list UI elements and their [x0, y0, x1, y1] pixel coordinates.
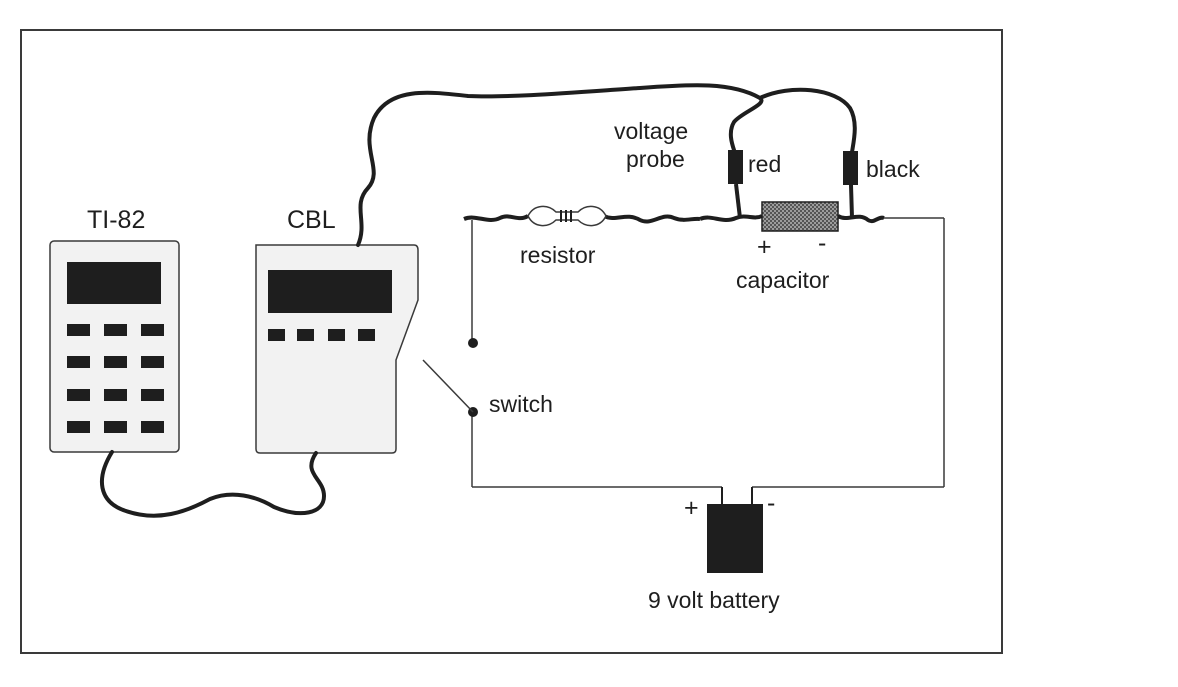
switch-contact-top: [468, 338, 478, 348]
capacitor-left-lead: [699, 214, 763, 222]
cbl-interface: CBL: [255, 206, 419, 454]
capacitor-plus-sign: +: [757, 233, 772, 261]
battery-body: [707, 504, 763, 573]
voltage-probe-label-line1: voltage: [614, 118, 688, 144]
cbl-screen: [268, 270, 392, 313]
switch-lever: [422, 359, 474, 413]
ti82-key: [141, 421, 164, 433]
resistor-left-lead: [463, 214, 530, 222]
switch-label: switch: [489, 391, 553, 417]
battery-plus-sign: +: [684, 494, 699, 522]
ti82-keypad: [67, 324, 164, 433]
cbl-label: CBL: [287, 206, 336, 234]
ti82-key: [141, 389, 164, 401]
probe-cable: [356, 83, 764, 247]
black-lead-label: black: [866, 156, 920, 182]
capacitor: + - capacitor: [736, 201, 839, 293]
ti82-screen: [67, 262, 161, 304]
ti82-key: [104, 356, 127, 368]
ti82-label: TI-82: [87, 206, 145, 234]
link-cable: [99, 450, 327, 518]
red-probe-wire: [734, 183, 742, 219]
ti82-key: [141, 356, 164, 368]
ti82-key: [67, 421, 90, 433]
ti82-key: [104, 389, 127, 401]
cbl-key: [328, 329, 345, 341]
ti82-key: [67, 389, 90, 401]
black-probe-lead: [843, 151, 858, 185]
ti82-key: [67, 324, 90, 336]
capacitor-right-lead: [836, 214, 885, 224]
circuit-wiring: [471, 217, 945, 488]
resistor-bands: [560, 210, 572, 222]
voltage-probe-label-line2: probe: [626, 146, 685, 172]
black-probe-wire: [849, 184, 854, 219]
ti82-key: [104, 324, 127, 336]
cbl-key: [358, 329, 375, 341]
capacitor-minus-sign: -: [818, 229, 826, 257]
cbl-keypad: [268, 329, 375, 341]
ti82-key: [141, 324, 164, 336]
battery-minus-sign: -: [767, 489, 775, 517]
capacitor-label: capacitor: [736, 267, 830, 293]
cbl-key: [268, 329, 285, 341]
capacitor-body: [761, 201, 839, 232]
ti82-calculator: TI-82: [49, 206, 180, 453]
probe-cable-branch: [758, 87, 857, 154]
red-lead-label: red: [748, 151, 781, 177]
battery-label: 9 volt battery: [648, 587, 780, 613]
ti82-key: [67, 356, 90, 368]
resistor-label: resistor: [520, 242, 596, 268]
resistor-right-lead: [603, 214, 701, 224]
red-probe-lead: [728, 150, 743, 184]
battery: + - 9 volt battery: [648, 487, 780, 613]
cbl-key: [297, 329, 314, 341]
resistor: resistor: [520, 205, 607, 268]
switch: switch: [422, 338, 553, 417]
ti82-key: [104, 421, 127, 433]
diagram-frame: [20, 29, 1003, 654]
